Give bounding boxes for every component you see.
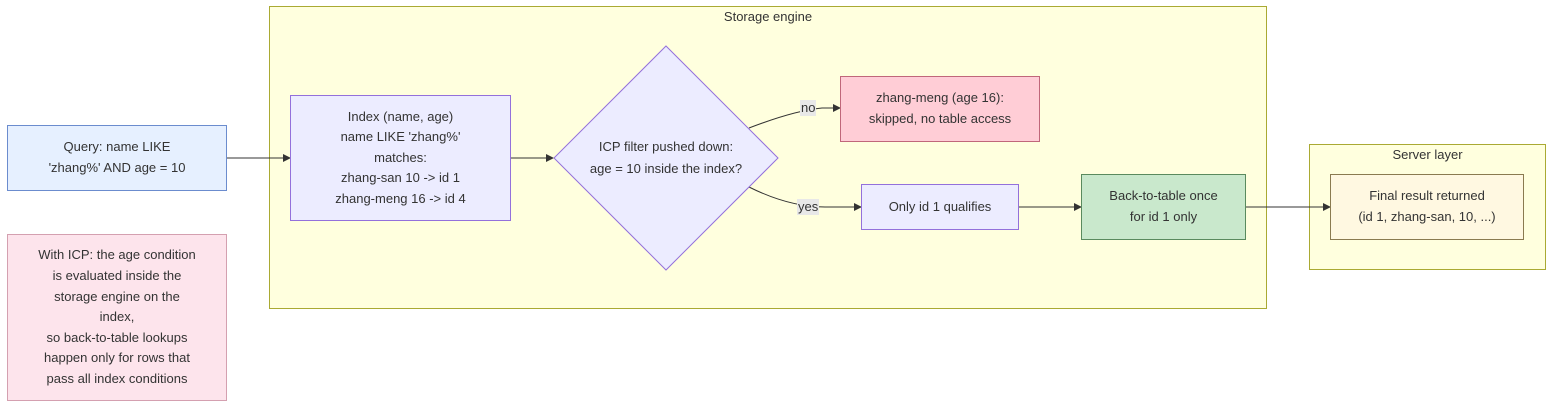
icp-line-2: age = 10 inside the index? [589,161,743,176]
query-line-2: 'zhang%' AND age = 10 [48,160,186,175]
edge-icp-skipped [748,104,841,129]
icp-diamond [553,45,779,271]
back-line-2: for id 1 only [1129,209,1198,224]
qualifies-line-1: Only id 1 qualifies [888,198,992,214]
final-result-node: Final result returned (id 1, zhang-san, … [1330,174,1524,240]
qualifies-node: Only id 1 qualifies [861,184,1019,230]
final-line-1: Final result returned [1369,188,1485,204]
back-line-1: Back-to-table once [1109,188,1218,204]
edge-icp-qualifies [748,186,862,211]
storage-engine-title: Storage engine [723,9,813,24]
note-line-6: happen only for rows that [44,350,190,366]
query-line-1: Query: name LIKE [63,139,171,155]
skipped-line-2: skipped, no table access [868,111,1012,126]
back-to-table-node: Back-to-table once for id 1 only [1081,174,1246,240]
edge-label-no: no [800,100,817,116]
note-line-7: pass all index conditions [46,370,188,386]
note-line-4: index, [99,309,135,325]
skipped-node: zhang-meng (age 16): skipped, no table a… [840,76,1040,142]
icp-line-1: ICP filter pushed down: [598,139,734,154]
icp-note-node: With ICP: the age condition is evaluated… [7,234,227,401]
server-layer-title: Server layer [1392,147,1463,162]
edge-label-yes: yes [797,199,820,215]
note-line-5: so back-to-table lookups [46,329,188,345]
index-line-2: name LIKE 'zhang%' [340,129,461,145]
final-line-2: (id 1, zhang-san, 10, ...) [1358,209,1496,224]
index-line-3: matches: [374,149,427,165]
query-node: Query: name LIKE 'zhang%' AND age = 10 [7,125,227,191]
index-line-1: Index (name, age) [347,108,454,124]
note-line-3: storage engine on the [54,288,180,304]
skipped-line-1: zhang-meng (age 16): [876,90,1004,106]
note-line-2: is evaluated inside the [52,268,182,284]
icp-decision-text: ICP filter pushed down: age = 10 inside … [566,136,766,180]
index-line-4: zhang-san 10 -> id 1 [341,170,460,186]
note-line-1: With ICP: the age condition [38,247,196,263]
index-node: Index (name, age) name LIKE 'zhang%' mat… [290,95,511,221]
index-line-5: zhang-meng 16 -> id 4 [335,190,466,206]
